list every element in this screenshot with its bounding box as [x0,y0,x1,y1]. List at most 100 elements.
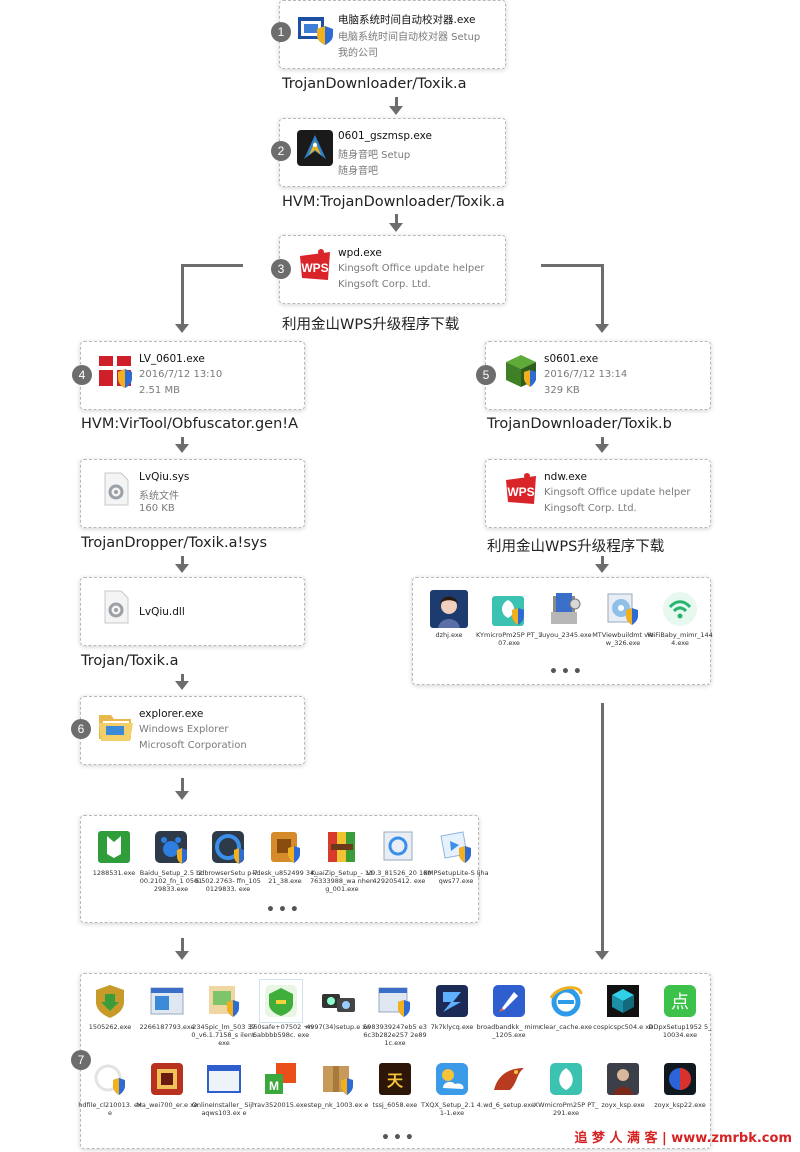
file-item[interactable]: zoyx_ksp.exe [590,1060,656,1109]
file-item[interactable]: KuaiZip_Setup_- 1176333988_wa nheng_001.… [309,828,375,893]
branch-left [181,264,243,267]
node-dll-box[interactable]: LvQiu.dll [80,577,305,646]
node-3-box[interactable]: WPS wpd.exe Kingsoft Office update helpe… [279,235,506,304]
node-ndw-box[interactable]: WPS ndw.exe Kingsoft Office update helpe… [485,459,711,528]
file-description: Kingsoft Office update helper [338,263,485,274]
file-item[interactable]: 2345pic_lm_503 370_v6.1.7158_s ilent.exe [191,982,257,1047]
file-label: cospicspc504.e xe [593,1023,653,1031]
step-badge-1: 1 [271,22,291,42]
installer-window-icon [380,828,418,866]
file-label: rav3520015.exe [254,1101,308,1109]
file-item[interactable]: clear_cache.exe [533,982,599,1031]
step-badge-7: 7 [71,1050,91,1070]
arrow-2-3 [395,214,398,226]
file-item[interactable]: broadbandkk_ mimr_1205.exe [476,982,542,1039]
branch-left-down [181,264,184,326]
file-item[interactable]: kdesk_u852499 34_21_38.exe [252,828,318,885]
node-5-label: TrojanDownloader/Toxik.b [487,416,672,432]
more-dots: ••• [381,1130,417,1146]
step-badge-3: 3 [271,259,291,279]
game-title-icon: 天 [376,1060,414,1098]
file-label: broadbandkk_ mimr_1205.exe [476,1023,542,1039]
file-item[interactable]: luyou_2345.exe [533,590,599,639]
minecraft-block-icon [502,352,540,390]
file-item[interactable]: 7k7klycq.exe [419,982,485,1031]
arrow-1-2 [395,97,398,109]
step-badge-2: 2 [271,141,291,161]
file-label: 360safe+07502 +n6abbbb598c. exe [249,1023,313,1039]
file-size: 329 KB [544,385,580,396]
file-description: 随身音吧 Setup [338,150,411,161]
file-item[interactable]: XMPSetupLite-S ljhaqws77.exe [423,828,489,885]
arrow-head [175,324,189,333]
left-download-group: 1288531.exe Baidu_Setup_2.5 .200.2102_fn… [80,815,489,923]
file-item[interactable]: Baidu_Setup_2.5 .200.2102_fn_1 050129833… [138,828,204,893]
file-item[interactable]: bdbrowserSetu p-7.6.502.2763- ffn_105012… [195,828,261,893]
file-item[interactable]: KYmicroPm25P PT_107.exe [476,590,542,647]
setup-box-icon [547,590,585,628]
file-name: s0601.exe [544,353,599,365]
wps-icon: WPS [502,470,540,508]
file-item[interactable]: 1505262.exe [77,982,143,1031]
red-game-icon [148,1060,186,1098]
file-item[interactable]: WiFiBaby_mimr_1444.exe [647,590,713,647]
file-item[interactable]: 2266187793.exe [134,982,200,1031]
file-type: 系统文件 [139,491,179,502]
file-name: LvQiu.sys [139,471,190,483]
file-item[interactable]: step_nk_1003.ex e [305,1060,371,1109]
arrow-head [175,564,189,573]
bottom-download-group: 1505262.exe 2266187793.exe 2345pic_lm_50… [77,973,713,1149]
node-4-box[interactable]: LV_0601.exe 2016/7/12 13:10 2.51 MB [80,341,305,410]
file-size: 160 KB [139,503,175,514]
file-company: Microsoft Corporation [139,740,247,751]
file-item[interactable]: TXQX_Setup_2.1 4.1-1.exe [419,1060,485,1117]
installer-window-icon [205,1060,243,1098]
file-label: XWmicroPm25P PT_291.exe [533,1101,599,1117]
node-5-box[interactable]: s0601.exe 2016/7/12 13:14 329 KB [485,341,711,410]
file-label: MTViewbuildmt view_326.exe [592,631,654,647]
more-dots: ••• [266,902,302,918]
file-item[interactable]: XWmicroPm25P PT_291.exe [533,1060,599,1117]
arrow-head [175,951,189,960]
file-item[interactable]: wd_6_setup.exe [476,1060,542,1109]
node-1-box[interactable]: 电脑系统时间自动校对器.exe 电脑系统时间自动校对器 Setup 我的公司 [279,0,506,69]
right-download-group: dzhj.exe KYmicroPm25P PT_107.exe luyou_2… [412,577,713,685]
file-item[interactable]: 4997(34)setup.e xe [305,982,371,1031]
file-label: XMPSetupLite-S ljhaqws77.exe [423,869,489,885]
file-label: 2345pic_lm_503 370_v6.1.7158_s ilent.exe [191,1023,257,1047]
file-label: 4997(34)setup.e xe [306,1023,370,1031]
360safe-icon [259,979,303,1023]
node-explorer-box[interactable]: explorer.exe Windows Explorer Microsoft … [80,696,305,765]
dragon-game-icon [490,1060,528,1098]
file-label: OnlineInstaller_ Sijhaqws103.ex e [191,1101,257,1117]
branch-right [541,264,604,267]
node-sys-label: TrojanDropper/Toxik.a!sys [81,535,268,551]
file-item[interactable]: V9.3_81526_20 160429205412. exe [366,828,432,885]
step-badge-5: 5 [476,365,496,385]
node-2-box[interactable]: 0601_gszmsp.exe 随身音吧 Setup 随身音吧 [279,118,506,187]
file-item[interactable]: MTViewbuildmt view_326.exe [590,590,656,647]
file-item[interactable]: cospicspc504.e xe [590,982,656,1031]
green-download-icon [95,828,133,866]
file-item[interactable]: 5983939247eb5 e36c3b282e257 2e891c.exe [362,982,428,1047]
file-item[interactable]: Ma_wei700_er.e xe [134,1060,200,1109]
gear-file-icon [97,470,135,508]
file-item[interactable]: hdfile_cl210013. exe [77,1060,143,1117]
node-2-label: HVM:TrojanDownloader/Toxik.a [282,194,505,210]
file-label: bdbrowserSetu p-7.6.502.2763- ffn_105012… [195,869,261,893]
file-item[interactable]: OnlineInstaller_ Sijhaqws103.ex e [191,1060,257,1117]
file-item[interactable]: 360safe+07502 +n6abbbb598c. exe [248,979,314,1039]
arrow-explorer-group [181,778,184,793]
arrow-5-ndw [601,437,604,447]
file-item[interactable]: dzhj.exe [416,590,482,639]
node-sys-box[interactable]: LvQiu.sys 系统文件 160 KB [80,459,305,528]
file-item[interactable]: 1288531.exe [81,828,147,877]
gear-file-icon [97,588,135,626]
file-item[interactable]: zoyx_ksp22.exe [647,1060,713,1109]
window-app-icon [148,982,186,1020]
file-name: LvQiu.dll [139,606,185,618]
file-company: 随身音吧 [338,166,378,177]
